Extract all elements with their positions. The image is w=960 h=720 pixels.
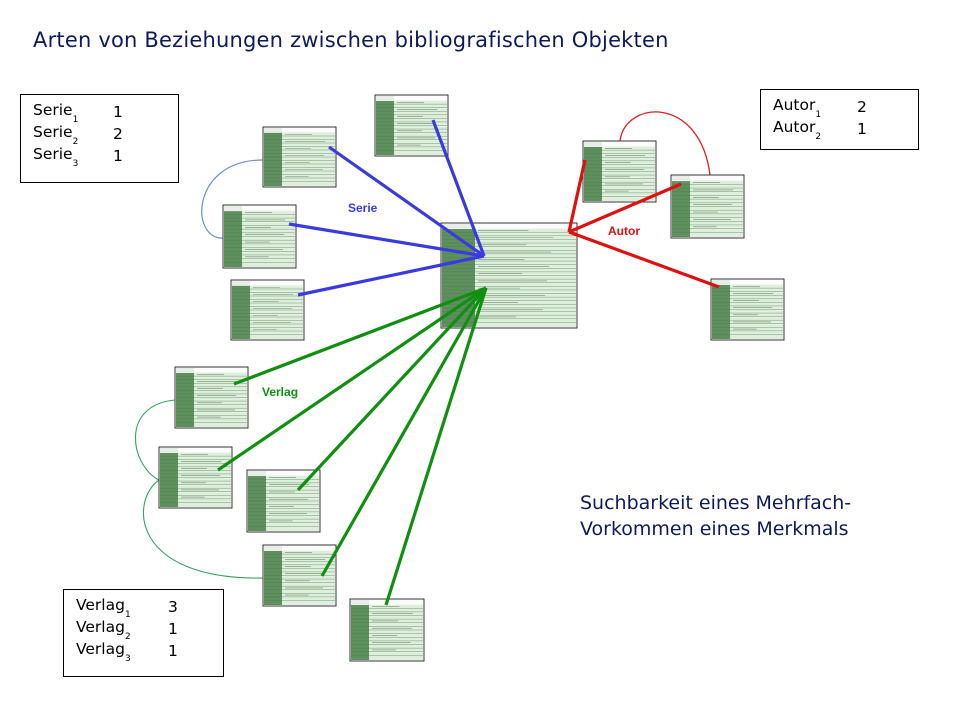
record-thumbnails	[158, 94, 785, 662]
legend-subscript: 2	[124, 631, 131, 642]
link-curves	[134, 111, 711, 579]
autor-line	[567, 159, 587, 233]
legend-subscript: 1	[815, 109, 822, 120]
record-header	[672, 176, 743, 182]
legend-count: 2	[113, 125, 123, 143]
record-thumbnail	[174, 366, 249, 429]
legend-subscript: 3	[124, 653, 131, 664]
record-header	[264, 128, 335, 133]
legend-name: Serie1	[33, 101, 113, 125]
record-thumbnail	[222, 204, 297, 269]
legend-name-text: Serie	[33, 123, 73, 142]
legend-subscript: 2	[815, 131, 822, 142]
note-line-2: Vorkommen eines Merkmals	[580, 518, 849, 540]
record-header	[442, 224, 576, 230]
legend-count: 1	[168, 620, 178, 638]
verlag-label: Verlag	[262, 385, 298, 399]
autor-link-curve	[619, 111, 711, 176]
record-header	[584, 142, 655, 147]
legend-name: Verlag1	[76, 596, 168, 620]
serie-link-curve	[201, 159, 264, 239]
record-header	[376, 96, 447, 101]
legend-count: 1	[113, 147, 123, 165]
legend-name-text: Verlag	[76, 596, 125, 615]
record-thumbnail	[262, 126, 337, 188]
record-thumbnail	[374, 94, 449, 157]
serie-line	[288, 222, 485, 258]
autor-line	[568, 182, 682, 234]
record-thumbnail	[158, 446, 233, 509]
relation-lines	[217, 119, 720, 606]
autor-line	[568, 230, 720, 289]
record-header	[712, 280, 783, 285]
legend-name-text: Serie	[33, 145, 73, 164]
record-thumbnail	[670, 174, 745, 239]
legend-subscript: 1	[124, 609, 131, 620]
legend-count: 1	[168, 642, 178, 660]
verlag-line	[217, 286, 487, 472]
legend-name: Verlag3	[76, 640, 168, 664]
verlag-line	[384, 287, 488, 606]
legend-name: Autor2	[773, 118, 857, 142]
record-header	[160, 448, 231, 453]
verlag-line	[233, 286, 487, 386]
legend-subscript: 1	[72, 114, 79, 125]
legend-name: Verlag2	[76, 618, 168, 642]
serie-line	[328, 145, 485, 258]
legend-name: Serie3	[33, 145, 113, 169]
record-thumbnail	[710, 278, 785, 341]
legend-name: Serie2	[33, 123, 113, 147]
record-header	[176, 368, 247, 373]
record-header	[224, 206, 295, 212]
record-thumbnail	[262, 544, 337, 607]
legend-name-text: Verlag	[76, 618, 125, 637]
note-line-1: Suchbarkeit eines Mehrfach-	[580, 492, 852, 514]
serie-line	[431, 119, 486, 257]
record-thumbnail	[230, 279, 305, 341]
autor-label: Autor	[608, 224, 640, 238]
serie-line	[297, 254, 485, 297]
legend-name-text: Autor	[773, 96, 816, 115]
serie-label: Serie	[348, 201, 378, 215]
record-thumbnail	[349, 598, 425, 662]
legend-name: Autor1	[773, 96, 857, 120]
verlag-link-curve-1	[134, 399, 176, 481]
verlag-link-curve-2	[142, 479, 264, 579]
record-header	[248, 471, 319, 477]
legend-name-text: Verlag	[76, 640, 125, 659]
legend-count: 1	[113, 103, 123, 121]
legend-count: 2	[857, 98, 867, 116]
legend-name-text: Serie	[33, 101, 73, 120]
note-text: Suchbarkeit eines Mehrfach- Vorkommen ei…	[580, 490, 851, 542]
page-title: Arten von Beziehungen zwischen bibliogra…	[33, 28, 669, 52]
legend-count: 3	[168, 598, 178, 616]
verlag-line	[320, 287, 488, 577]
legend-name-text: Autor	[773, 118, 816, 137]
verlag-line	[296, 286, 488, 492]
legend-subscript: 3	[72, 158, 79, 169]
legend-subscript: 2	[72, 136, 79, 147]
record-thumbnail	[582, 140, 657, 203]
record-header	[264, 546, 335, 551]
record-header	[232, 281, 303, 286]
legend-count: 1	[857, 120, 867, 138]
